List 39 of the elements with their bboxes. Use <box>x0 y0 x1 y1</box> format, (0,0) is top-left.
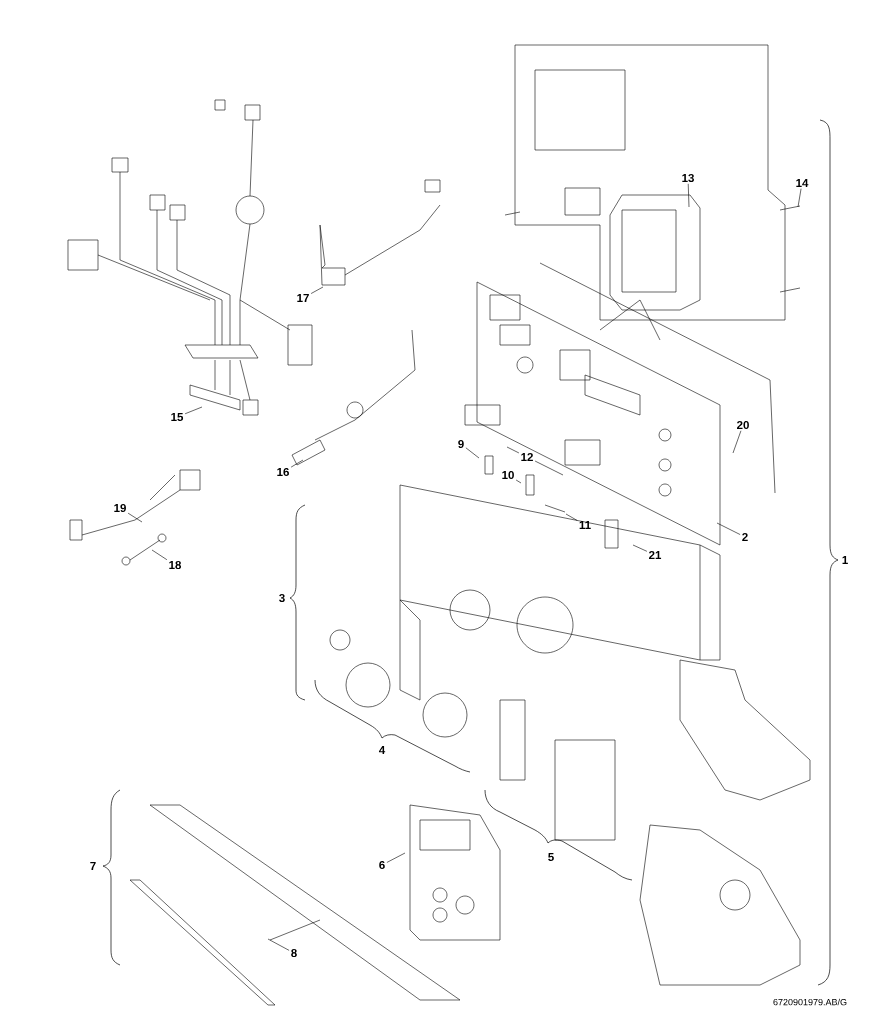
callout-number: 11 <box>579 521 591 529</box>
leader-line <box>290 459 304 468</box>
callout-number: 2 <box>742 533 748 541</box>
leader-line <box>732 430 742 454</box>
leader-line <box>506 446 520 454</box>
leader-line <box>687 183 690 208</box>
callout-number: 15 <box>171 413 184 421</box>
leader-line <box>565 513 578 521</box>
leader-line <box>797 188 802 208</box>
callout-number: 14 <box>796 179 809 187</box>
callout-number: 5 <box>548 853 554 861</box>
callout-number: 13 <box>682 173 694 183</box>
leader-line <box>534 460 564 476</box>
leader-line <box>386 852 406 863</box>
leader-line <box>310 286 324 294</box>
callout-number: 10 <box>502 470 514 480</box>
callout-number: 16 <box>277 467 289 477</box>
leader-line <box>184 406 203 415</box>
callout-number: 20 <box>737 420 749 430</box>
drawing-number: 6720901979.AB/G <box>773 998 847 1006</box>
leader-line <box>267 938 290 951</box>
leader-line <box>632 544 648 552</box>
leader-line <box>151 549 168 561</box>
callout-number: 17 <box>297 294 309 302</box>
callout-number: 6 <box>379 860 385 870</box>
leader-line <box>716 522 741 535</box>
callout-number: 8 <box>291 948 297 958</box>
leader-line <box>465 447 480 459</box>
callout-number: 3 <box>279 593 285 603</box>
callout-number: 7 <box>90 862 96 870</box>
leader-line <box>515 479 522 484</box>
callout-number: 4 <box>379 746 386 754</box>
leader-line <box>127 512 143 523</box>
callout-number: 9 <box>458 439 464 449</box>
callout-number: 1 <box>842 556 848 564</box>
callout-number: 18 <box>169 560 182 570</box>
callout-number: 21 <box>649 551 662 559</box>
callout-number: 12 <box>521 453 533 461</box>
callout-number: 19 <box>114 503 126 513</box>
